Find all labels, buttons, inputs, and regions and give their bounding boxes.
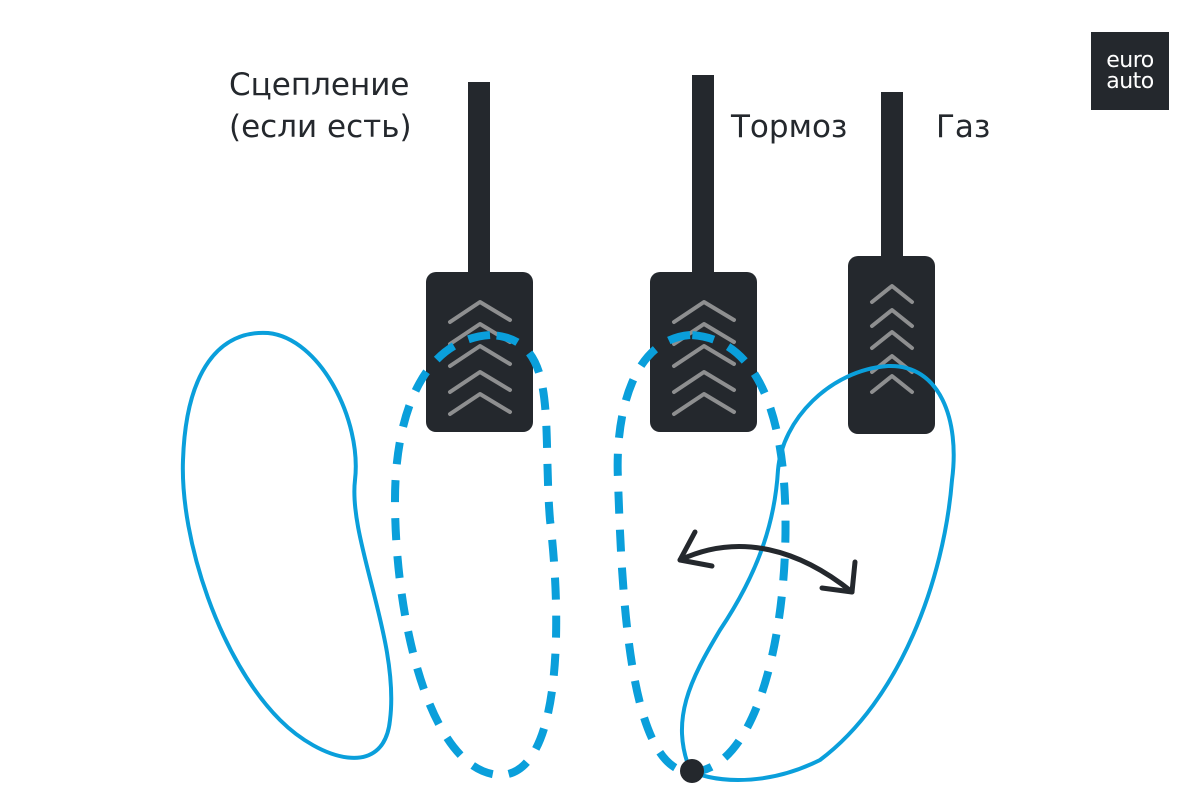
gas-label: Газ <box>936 109 991 145</box>
foot-outline-rest <box>180 330 394 760</box>
gas-pedal <box>848 92 935 434</box>
foot-outline-gas <box>680 363 956 782</box>
euroauto-logo: euro auto <box>1091 32 1169 110</box>
clutch-pedal <box>426 82 533 432</box>
clutch-label: Сцепление (если есть) <box>229 64 412 148</box>
logo-line2: auto <box>1106 69 1154 94</box>
clutch-label-line2: (если есть) <box>229 109 412 145</box>
foot-outline-clutch <box>390 330 561 780</box>
brake-pedal <box>650 75 757 432</box>
pivot-arrow-icon <box>677 529 858 595</box>
clutch-label-line1: Сцепление <box>229 67 410 103</box>
heel-pivot-dot <box>680 759 704 783</box>
brake-label: Тормоз <box>731 109 848 145</box>
logo-line1: euro <box>1106 48 1154 73</box>
